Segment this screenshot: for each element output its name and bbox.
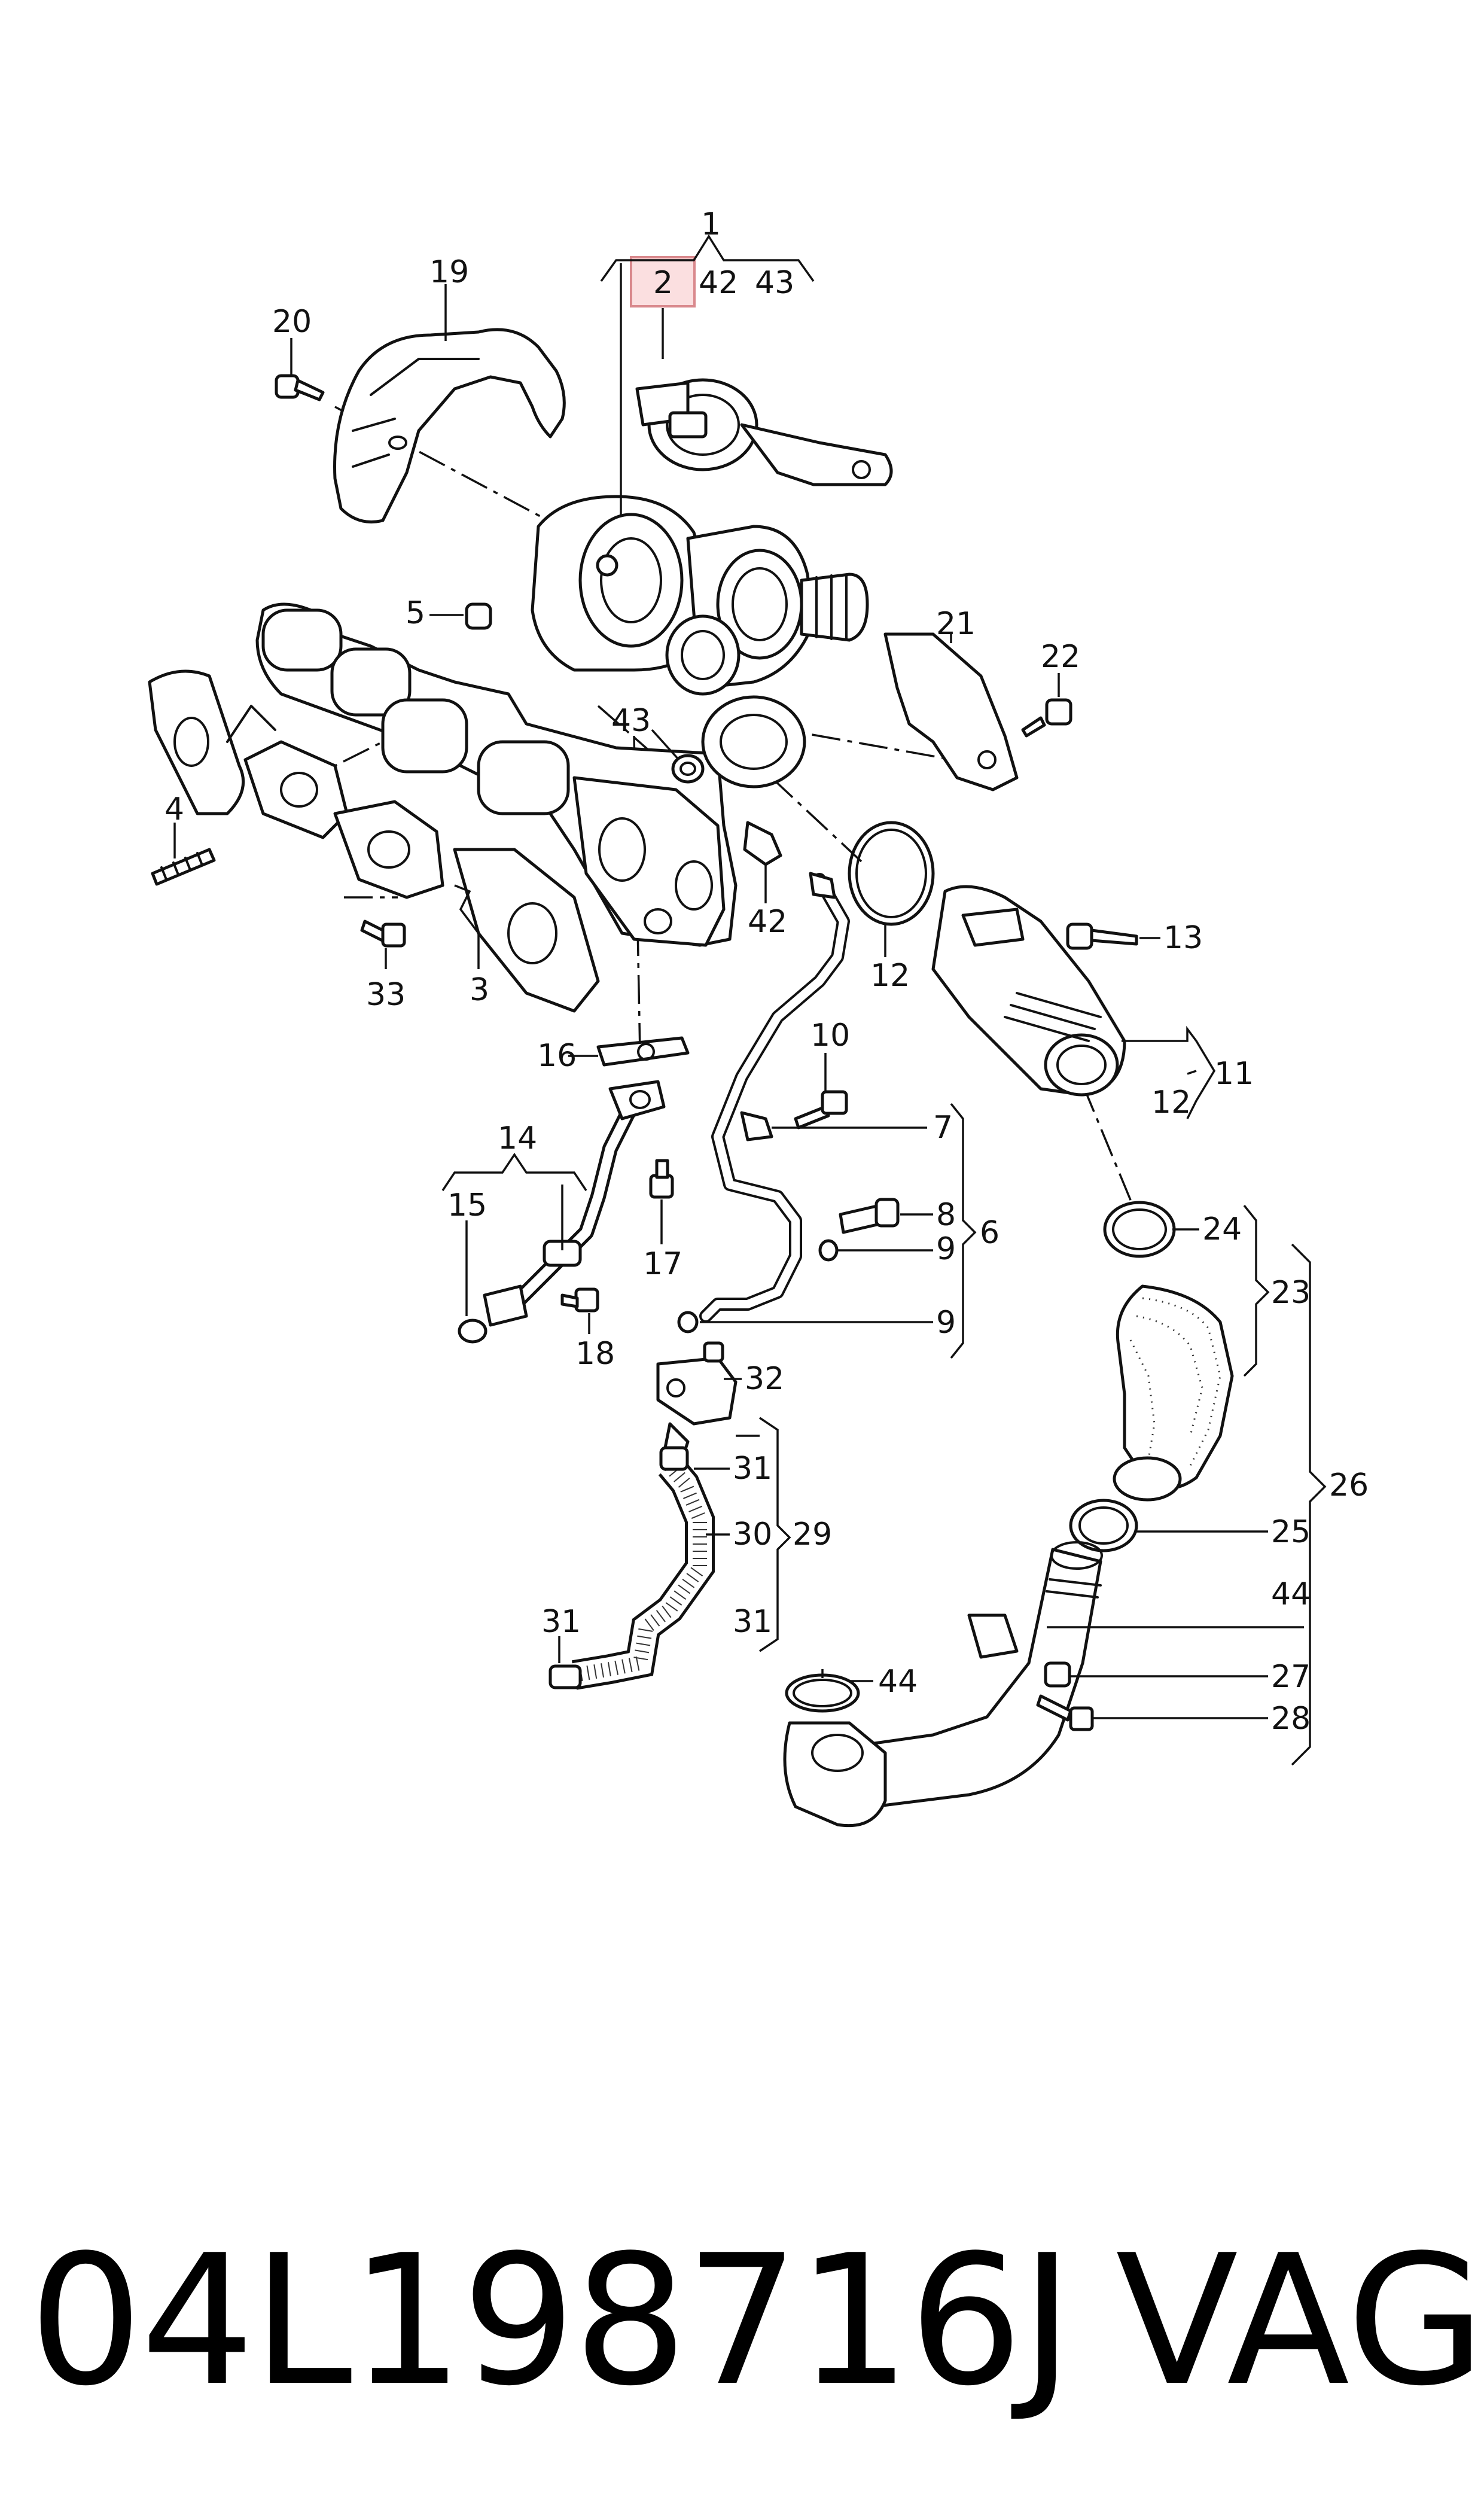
exploded-parts-diagram: 1 2 42 43 19 20 5 4 3 33 43 42 12 21 22 … [148,206,1369,1828]
seal-ring [671,754,705,784]
callout-23: 23 [1271,1275,1311,1311]
bolt-20 [275,374,325,401]
bolt-17 [649,1159,674,1199]
pressure-sensor [656,1356,738,1462]
callout-29: 29 [793,1517,832,1552]
turbocharger [531,495,869,788]
callout-42-mid: 42 [748,904,787,940]
hose-clamp-24 [1103,1201,1176,1258]
callout-14: 14 [498,1121,537,1156]
callout-28: 28 [1271,1701,1311,1737]
stud-4 [151,848,216,886]
brand-name: VAG [1116,2216,1484,2425]
callout-44-seal: 44 [878,1664,918,1700]
callout-25: 25 [1271,1514,1311,1550]
o-ring-12 [848,821,935,926]
nut-27 [1044,1661,1071,1688]
callout-17: 17 [643,1246,682,1282]
bolt-18 [560,1287,599,1313]
callout-30: 30 [733,1517,772,1552]
callout-9-upper: 9 [936,1231,956,1267]
callout-labels: 1 2 42 43 19 20 5 4 3 33 43 42 12 21 22 … [164,206,1369,1737]
callout-44-right: 44 [1271,1576,1311,1612]
bolt-33 [360,919,406,948]
washers-9 [677,1239,839,1333]
callout-6: 6 [980,1215,1000,1251]
callout-27: 27 [1271,1659,1311,1695]
callout-3: 3 [470,972,489,1008]
banjo-fitting-42 [743,821,782,866]
intake-connector-11 [931,885,1126,1097]
callout-18: 18 [575,1336,615,1372]
bolt-22 [1021,698,1072,738]
bolt-13 [1066,922,1138,950]
bolt-10 [794,1090,848,1129]
highlight-box [630,256,696,307]
callout-1: 1 [701,206,721,242]
leader-lines [173,234,1327,1766]
charge-air-pipe [783,1541,1103,1828]
nut-5 [465,602,492,630]
charge-air-hose-23 [1113,1284,1234,1502]
callout-7: 7 [933,1110,953,1146]
exhaust-manifold [255,602,738,947]
callout-26: 26 [1329,1467,1369,1503]
callout-2: 2 [653,265,673,301]
callout-10: 10 [810,1018,850,1054]
callout-43-top: 43 [755,265,794,301]
heat-shield [333,328,566,523]
callout-13: 13 [1163,920,1203,956]
callout-42-top: 42 [699,265,738,301]
part-number: 04L198716J [29,2216,1074,2425]
hose-clamp-25 [1069,1499,1138,1552]
callout-24: 24 [1202,1211,1242,1247]
callout-43-mid: 43 [611,703,651,739]
o-ring-44 [785,1673,860,1713]
callout-19: 19 [429,254,469,290]
callout-32: 32 [745,1361,784,1397]
bracket-21 [883,632,1019,791]
callout-33: 33 [366,977,406,1013]
callout-12-conn: 12 [1151,1085,1191,1121]
callout-9-lower: 9 [936,1305,956,1341]
callout-22: 22 [1041,639,1080,675]
wastegate-actuator [635,378,893,486]
manifold-gasket [148,669,600,1013]
callout-31-end: 31 [541,1604,581,1640]
callout-12-ring: 12 [870,958,910,994]
callout-15: 15 [447,1188,487,1223]
callout-31-bracket: 31 [733,1604,772,1640]
vacuum-hose [548,1446,715,1690]
callout-31-top: 31 [733,1451,772,1487]
bolt-32 [703,1341,724,1363]
callout-16: 16 [537,1038,577,1074]
callout-4: 4 [164,791,184,827]
oil-feed-line [699,872,850,1323]
callout-5: 5 [406,595,425,631]
banjo-bolt-8 [839,1198,900,1234]
callout-8: 8 [936,1197,956,1233]
callout-20: 20 [272,304,312,340]
callout-11: 11 [1214,1056,1254,1092]
callout-21: 21 [936,606,976,642]
